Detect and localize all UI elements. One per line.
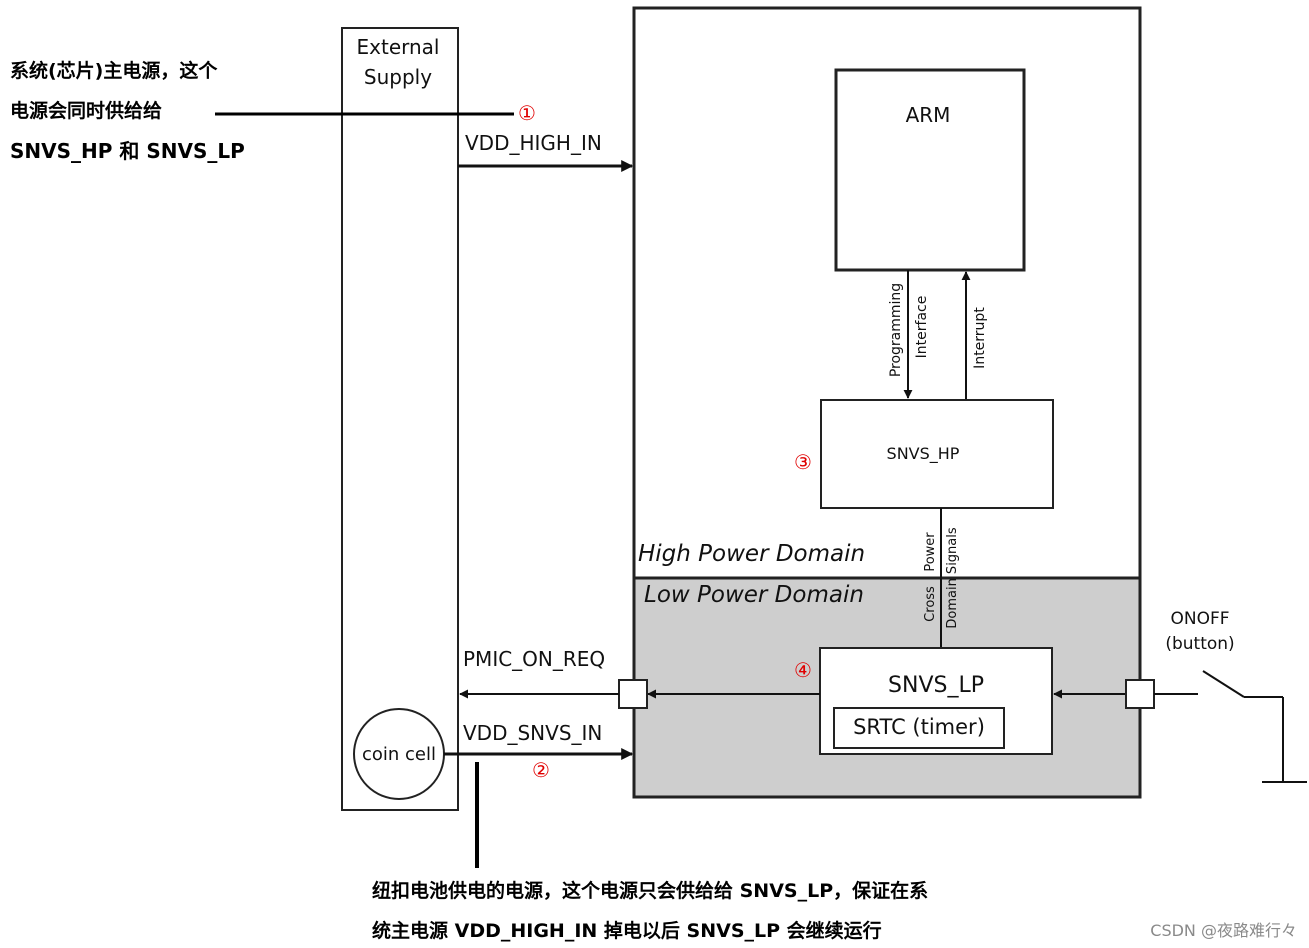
- external-supply-box: [341, 27, 459, 811]
- marker-4: ④: [794, 658, 812, 682]
- annotation-top-line1: 系统(芯片)主电源，这个: [10, 59, 218, 82]
- arm-label: ARM: [906, 103, 951, 127]
- cross-power-label-power: Power: [923, 532, 938, 572]
- arm-block: [834, 68, 1026, 272]
- onoff-label-line1: ONOFF: [1170, 609, 1229, 629]
- external-supply-label-line1: External: [357, 35, 440, 59]
- vdd-snvs-in-label: VDD_SNVS_IN: [463, 721, 602, 745]
- annotation-top-line2: 电源会同时供给给: [10, 99, 162, 122]
- onoff-switch-blade: [1202, 670, 1245, 698]
- annotation-top-line3: SNVS_HP 和 SNVS_LP: [10, 139, 245, 163]
- cross-power-label-cross: Cross: [923, 586, 938, 622]
- programming-interface-label-line1: Programming: [888, 283, 904, 377]
- marker-2: ②: [532, 758, 550, 782]
- high-power-domain-label: High Power Domain: [638, 541, 865, 567]
- interrupt-label: Interrupt: [972, 307, 988, 369]
- vdd-high-in-label: VDD_HIGH_IN: [465, 131, 602, 155]
- annotation-bottom-line2: 统主电源 VDD_HIGH_IN 掉电以后 SNVS_LP 会继续运行: [372, 919, 882, 942]
- coin-cell-label: coin cell: [362, 744, 436, 765]
- srtc-label: SRTC (timer): [853, 715, 985, 739]
- snvs-hp-label: SNVS_HP: [887, 444, 960, 464]
- snvs-lp-label: SNVS_LP: [888, 673, 984, 698]
- external-supply-label-line2: Supply: [364, 65, 432, 89]
- pmic-on-req-pad: [618, 679, 648, 709]
- programming-interface-label-line2: Interface: [914, 296, 930, 359]
- marker-1: ①: [518, 101, 536, 125]
- low-power-domain-label: Low Power Domain: [644, 582, 864, 608]
- marker-3: ③: [794, 450, 812, 474]
- snvs-hp-block: [820, 399, 1054, 509]
- pmic-on-req-label: PMIC_ON_REQ: [463, 647, 605, 671]
- cross-power-label-domain-signals: Domain Signals: [945, 527, 960, 629]
- srtc-block: [833, 707, 1005, 749]
- watermark: CSDN @夜路难行々: [1150, 921, 1297, 940]
- annotation-bottom-line1: 纽扣电池供电的电源，这个电源只会供给给 SNVS_LP，保证在系: [372, 879, 928, 902]
- onoff-label-line2: (button): [1165, 634, 1234, 654]
- onoff-pad: [1125, 679, 1155, 709]
